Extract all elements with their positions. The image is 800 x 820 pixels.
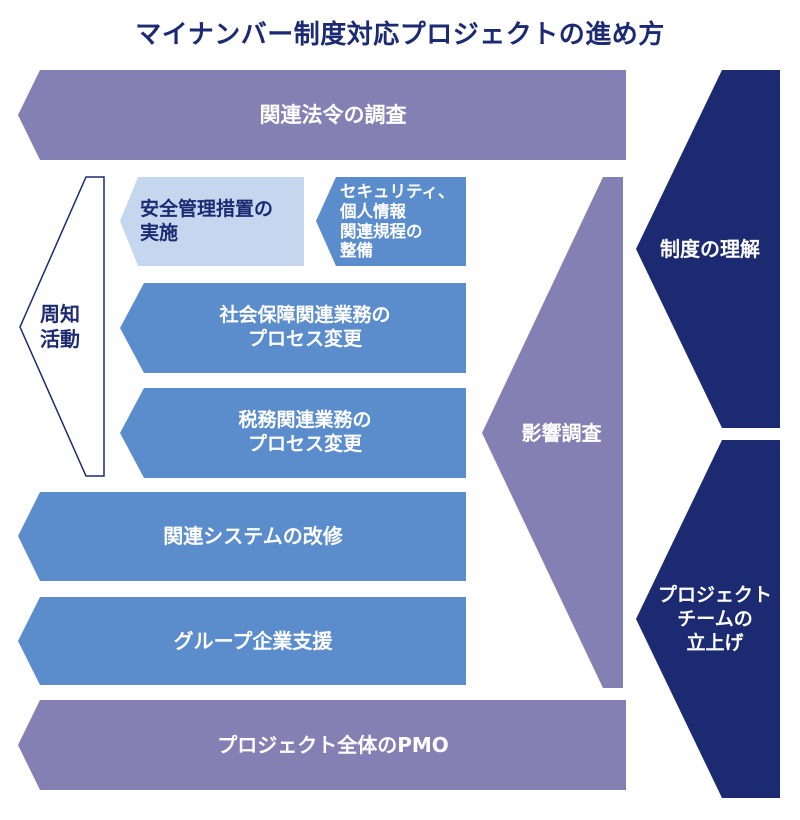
security-rules-arrow <box>316 177 466 266</box>
awareness-label: 周知 活動 <box>40 302 80 351</box>
awareness-arrow <box>19 176 105 477</box>
law-research-arrow <box>18 70 626 160</box>
social-security-process-label: 社会保障関連業務の プロセス変更 <box>219 304 391 350</box>
impact-research-arrow <box>482 177 623 688</box>
security-rules-label: セキュリティ、 個人情報 関連規程の 整備 <box>340 181 455 261</box>
understanding-label: 制度の理解 <box>660 236 760 261</box>
system-modification-arrow <box>18 492 466 581</box>
group-support-arrow <box>18 597 466 685</box>
security-measures-arrow <box>120 177 304 266</box>
understanding-arrow <box>636 70 780 428</box>
group-support-label: グループ企業支援 <box>173 628 333 653</box>
tax-process-label: 税務関連業務の プロセス変更 <box>238 409 372 455</box>
team-setup-arrow <box>636 440 780 798</box>
diagram-title: マイナンバー制度対応プロジェクトの進め方 <box>135 20 665 50</box>
impact-research-label: 影響調査 <box>521 420 602 445</box>
team-setup-label: プロジェクト チームの 立上げ <box>657 584 772 654</box>
tax-process-arrow <box>120 388 466 478</box>
pmo-label: プロジェクト全体のPMO <box>217 732 449 757</box>
system-modification-label: 関連システムの改修 <box>163 524 343 548</box>
law-research-label: 関連法令の調査 <box>259 102 407 127</box>
social-security-process-arrow <box>120 283 466 373</box>
security-measures-label: 安全管理措置の 実施 <box>140 197 274 244</box>
pmo-arrow <box>18 700 626 790</box>
